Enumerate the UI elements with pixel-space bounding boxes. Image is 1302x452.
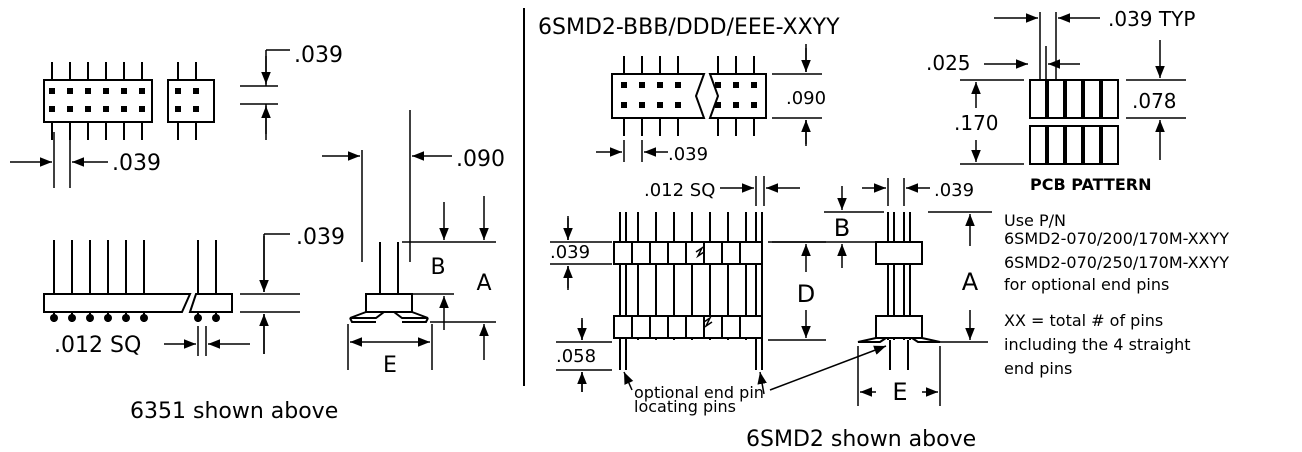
- dim-039-side-pitch: .039: [862, 178, 974, 206]
- dim-b-a-side: B A: [402, 196, 496, 360]
- note-line-1: Use P/N: [1004, 211, 1066, 230]
- dim-058-left-text: .058: [556, 346, 596, 367]
- dim-170: .170: [954, 79, 1024, 165]
- dim-039-top-right-text: .039: [294, 43, 343, 68]
- caption-6351: 6351 shown above: [130, 399, 338, 424]
- label-d: D: [797, 280, 815, 308]
- optional-note-1: optional end pin: [634, 383, 764, 402]
- label-e-right: E: [892, 378, 907, 406]
- connector-6351-front-view: [43, 240, 233, 322]
- dim-025-pad: .025: [926, 46, 1080, 80]
- dim-090-top-small: .090: [772, 44, 826, 146]
- label-a-left: A: [476, 271, 491, 296]
- pcb-pattern-title: PCB PATTERN: [1030, 175, 1151, 194]
- connector-6smd2-top-view: [611, 56, 767, 136]
- dim-012-sq-right: .012 SQ: [644, 176, 800, 206]
- note-line-6: including the 4 straight: [1004, 335, 1191, 354]
- optional-note-2: locating pins: [634, 397, 736, 416]
- dim-d: D: [768, 241, 826, 341]
- connector-6351-top-view: [43, 62, 215, 140]
- dim-039-side-pitch-text: .039: [934, 180, 974, 201]
- note-line-7: end pins: [1004, 359, 1072, 378]
- connector-6smd2-front-view: [613, 212, 763, 370]
- label-b-left: B: [430, 255, 445, 280]
- note-line-5: XX = total # of pins: [1004, 311, 1163, 330]
- dim-039-typ-text: .039 TYP: [1108, 7, 1195, 31]
- dim-090-side: .090: [322, 110, 505, 262]
- optional-pin-leaders: [623, 345, 887, 395]
- dim-e-side: E: [347, 324, 433, 378]
- dim-039-left-right: .039: [550, 216, 612, 290]
- dim-039-mid-right-text: .039: [296, 225, 345, 250]
- label-a-right: A: [962, 268, 979, 296]
- pcb-pattern: [1029, 79, 1119, 165]
- dim-039-mid-right: .039: [240, 225, 345, 354]
- label-b-right: B: [834, 214, 850, 242]
- part-code: 6SMD2-BBB/DDD/EEE-XXYY: [538, 15, 840, 40]
- dim-e-right: E: [857, 346, 941, 406]
- dim-170-text: .170: [954, 111, 999, 135]
- dim-039-typ: .039 TYP: [994, 7, 1195, 80]
- dim-025-pad-text: .025: [926, 51, 971, 75]
- note-line-2: 6SMD2-070/200/170M-XXYY: [1004, 229, 1229, 248]
- connector-6351-side-view: [349, 242, 429, 323]
- caption-6smd2: 6SMD2 shown above: [746, 427, 976, 452]
- dim-039-top-left-text: .039: [112, 151, 161, 176]
- dim-039-left-text: .039: [550, 242, 590, 263]
- dim-012-sq-left: .012 SQ: [54, 326, 250, 358]
- notes-block: Use P/N 6SMD2-070/200/170M-XXYY 6SMD2-07…: [1004, 211, 1229, 378]
- dim-012-sq-left-text: .012 SQ: [54, 333, 141, 358]
- connector-6smd2-side-view: [857, 212, 941, 370]
- dim-039-top-left: .039: [10, 132, 161, 188]
- note-line-3: 6SMD2-070/250/170M-XXYY: [1004, 253, 1229, 272]
- dim-090-side-text: .090: [456, 147, 505, 172]
- dim-090-top-small-text: .090: [786, 88, 826, 109]
- dim-078: .078: [1126, 40, 1186, 160]
- label-e-left: E: [383, 353, 397, 378]
- dim-039-top-pitch-text: .039: [668, 144, 708, 165]
- dim-039-top-right: .039: [240, 43, 343, 140]
- note-line-4: for optional end pins: [1004, 275, 1169, 294]
- dim-058-left: .058: [556, 318, 612, 392]
- dim-039-top-pitch: .039: [596, 140, 708, 165]
- dim-012-sq-right-text: .012 SQ: [644, 180, 715, 201]
- dim-078-text: .078: [1132, 89, 1177, 113]
- dim-b-a-right: B A: [772, 186, 992, 343]
